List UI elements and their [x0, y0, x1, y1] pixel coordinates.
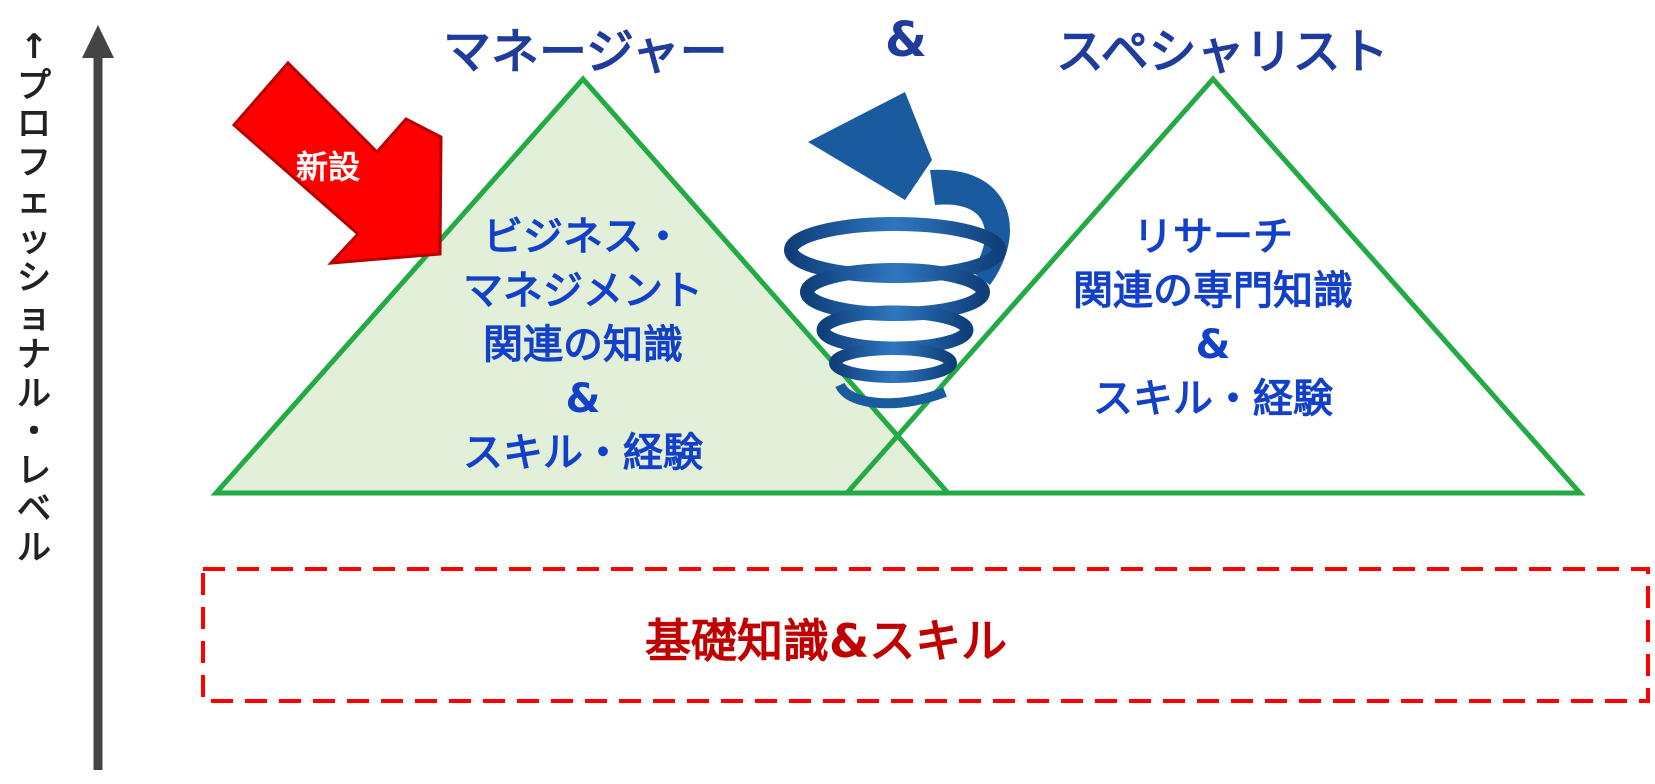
- up-arrow-icon: [82, 25, 114, 770]
- specialist-triangle: [841, 75, 1586, 496]
- manager-triangle: [210, 75, 954, 496]
- manager-knowledge-text: ビジネス・ マネジメント 関連の知識 & スキル・経験: [463, 214, 703, 476]
- spiral-arrow-icon: [784, 92, 1010, 409]
- manager-heading: マネージャー: [443, 24, 728, 80]
- foundation-label: 基礎知識&スキル: [645, 614, 1008, 668]
- new-badge-label: 新設: [296, 148, 361, 186]
- foundation-box: [201, 567, 1650, 703]
- professional-level-axis-label: ↑ プ ロ フ ェ ッ シ ョ ナ ル ・ レ ベ ル: [17, 27, 51, 568]
- specialist-knowledge-text: リサーチ 関連の専門知識 & スキル・経験: [1073, 214, 1353, 422]
- specialist-heading: スペシャリスト: [1056, 24, 1389, 80]
- red-arrow-icon: [231, 60, 443, 265]
- ampersand-heading: &: [885, 12, 927, 68]
